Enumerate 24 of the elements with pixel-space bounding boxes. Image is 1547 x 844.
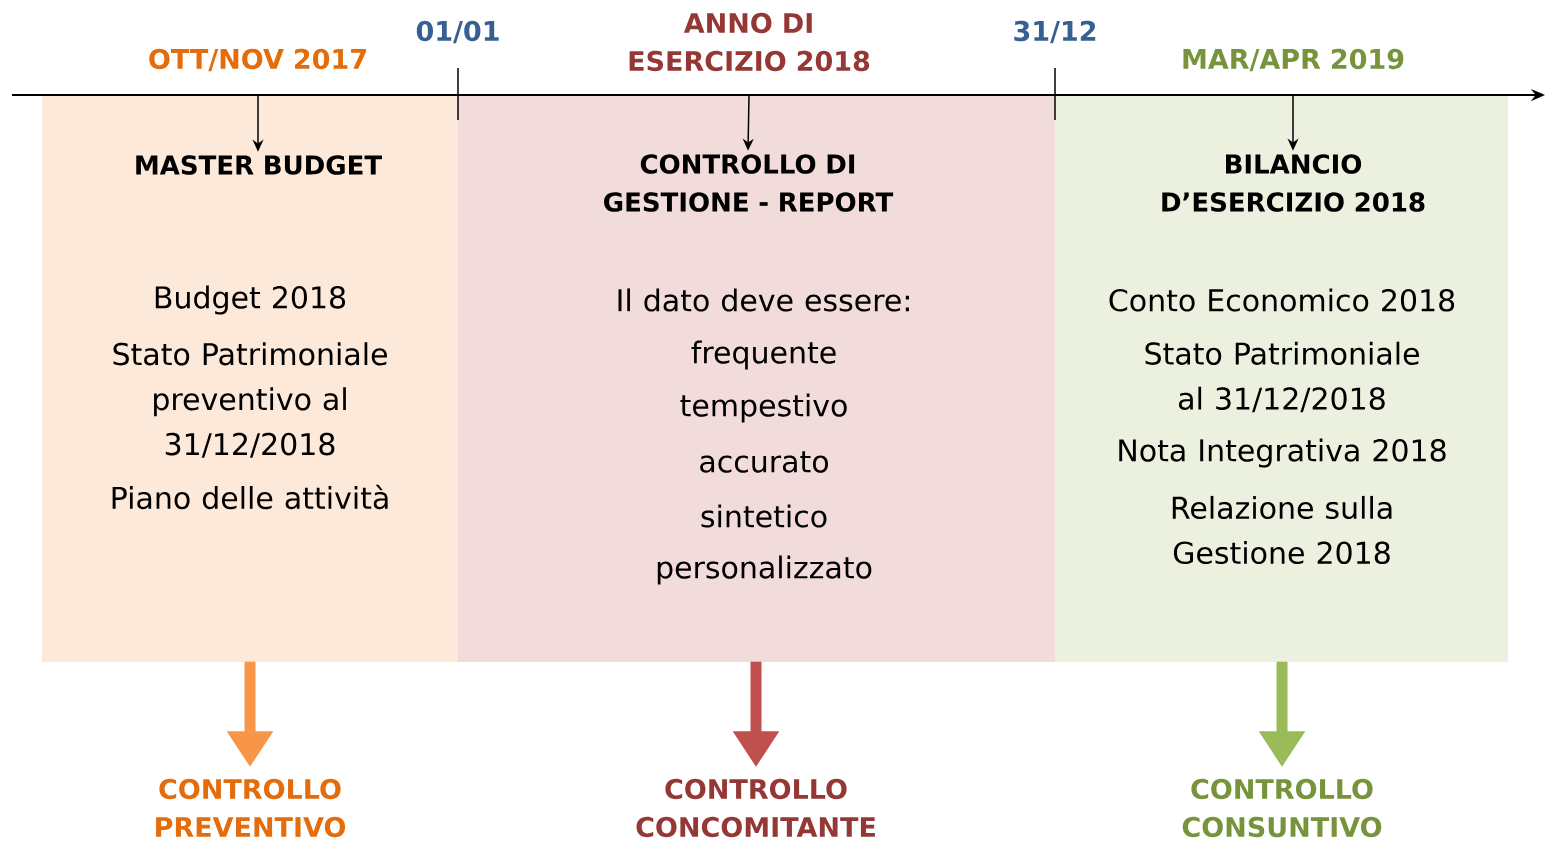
control-type-label: CONTROLLO CONSUNTIVO — [1182, 778, 1382, 838]
control-type-label: CONTROLLO PREVENTIVO — [156, 778, 346, 838]
list-item: Il dato deve essere: — [618, 288, 909, 312]
date-label: OTT/NOV 2017 — [149, 48, 366, 72]
list-item: personalizzato — [657, 555, 872, 585]
list-item: Budget 2018 — [155, 285, 346, 315]
list-item: frequente — [691, 340, 836, 370]
list-item: Relazione sulla Gestione 2018 — [1172, 495, 1392, 565]
list-item: Conto Economico 2018 — [1109, 288, 1455, 312]
date-label: 31/12 — [1014, 20, 1096, 44]
list-item: tempestivo — [680, 393, 847, 423]
date-label: MAR/APR 2019 — [1183, 48, 1404, 72]
list-item: Piano delle attività — [112, 484, 388, 510]
list-item: accurato — [700, 451, 828, 473]
panel-heading: BILANCIO D’ESERCIZIO 2018 — [1162, 154, 1425, 212]
list-item: Stato Patrimoniale preventivo al 31/12/2018 — [113, 342, 387, 458]
date-label: 01/01 — [416, 20, 499, 44]
date-label: ANNO DI ESERCIZIO 2018 — [629, 12, 870, 72]
list-item: Nota Integrativa 2018 — [1119, 438, 1446, 468]
panel-heading: MASTER BUDGET — [136, 155, 382, 175]
list-item: Stato Patrimoniale al 31/12/2018 — [1145, 341, 1419, 413]
panel-heading: CONTROLLO DI GESTIONE - REPORT — [604, 154, 894, 212]
control-type-label: CONTROLLO CONCOMITANTE — [636, 778, 875, 838]
list-item: sintetico — [701, 504, 827, 528]
